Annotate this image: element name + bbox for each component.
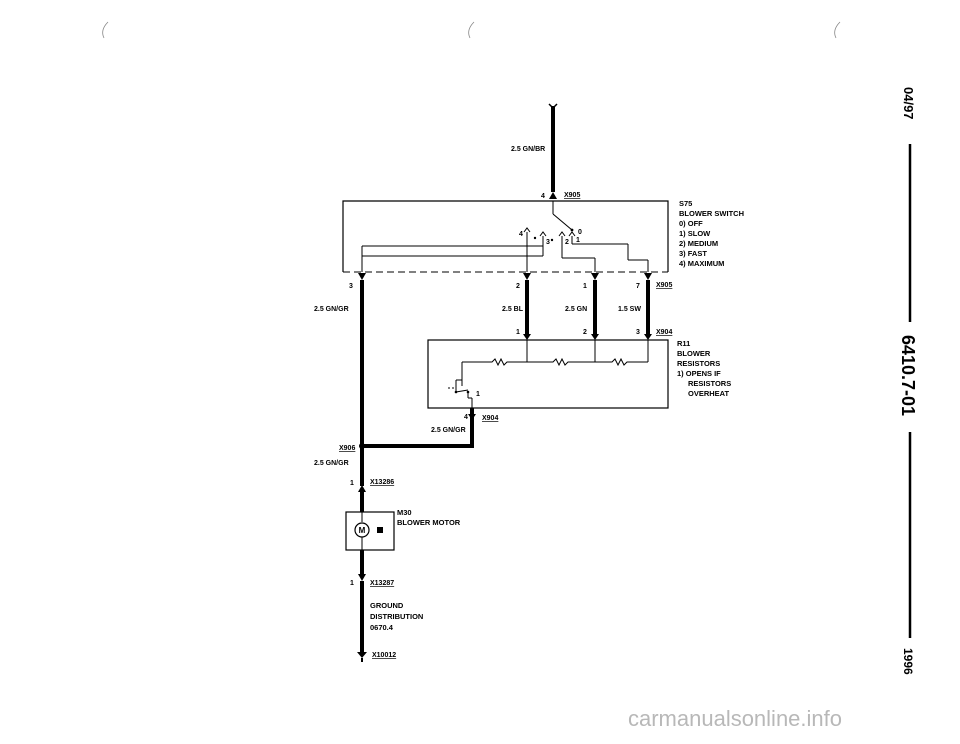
connector-label: X13286 [370, 479, 394, 486]
connector-x904-bottom: 4 X904 2.5 GN/GR [362, 408, 498, 448]
contact-2: 2 [565, 239, 569, 246]
svg-text:2: 2 [516, 283, 520, 290]
connector-x10012: X10012 [357, 652, 396, 662]
resistor-label: R11 BLOWER RESISTORS 1) OPENS IF RESISTO… [677, 339, 731, 398]
wire-label-bl: 2.5 BL [502, 306, 524, 313]
svg-text:1) OPENS IF: 1) OPENS IF [677, 369, 721, 378]
svg-text:BLOWER SWITCH: BLOWER SWITCH [679, 209, 744, 218]
connector-label: X13287 [370, 580, 394, 587]
wire-label-gn: 2.5 GN [565, 306, 587, 313]
wire-label-left: 2.5 GN/GR [314, 306, 349, 313]
connector-x904-top: 1 2 3 X904 [516, 329, 672, 340]
connector-label: X905 [564, 192, 580, 199]
switch-label: S75 BLOWER SWITCH 0) OFF 1) SLOW 2) MEDI… [679, 199, 744, 268]
side-date: 04/97 [901, 87, 916, 120]
switch-to-resistor-wires [525, 280, 650, 334]
svg-text:R11: R11 [677, 339, 690, 348]
svg-text:BLOWER: BLOWER [677, 349, 711, 358]
svg-text:RESISTORS: RESISTORS [677, 359, 720, 368]
svg-text:7: 7 [636, 283, 640, 290]
svg-text:0670.4: 0670.4 [370, 623, 394, 632]
svg-text:GROUND: GROUND [370, 601, 404, 610]
watermark: carmanualsonline.info [628, 706, 842, 731]
contact-3: 3 [546, 239, 550, 246]
connector-label: X906 [339, 445, 355, 452]
svg-text:4: 4 [464, 414, 468, 421]
supply-wire: 2.5 GN/BR [511, 103, 558, 192]
svg-text:4) MAXIMUM: 4) MAXIMUM [679, 259, 724, 268]
pin-label: 4 [541, 193, 545, 200]
connector-label: X904 [482, 415, 498, 422]
svg-text:2: 2 [583, 329, 587, 336]
binding-marks [102, 21, 841, 39]
svg-text:1: 1 [516, 329, 520, 336]
thermal-pin: 1 [476, 391, 480, 398]
ground-distribution: GROUND DISTRIBUTION 0670.4 [360, 581, 423, 652]
side-year: 1996 [901, 648, 915, 675]
connector-label: X904 [656, 329, 672, 336]
motor-label: BLOWER MOTOR [397, 518, 461, 527]
wire-label-motor: 2.5 GN/GR [314, 460, 349, 467]
svg-text:S75: S75 [679, 199, 692, 208]
contact-4: 4 [519, 231, 523, 238]
svg-text:3: 3 [636, 329, 640, 336]
connector-label: X905 [656, 282, 672, 289]
svg-text:OVERHEAT: OVERHEAT [688, 389, 730, 398]
blower-switch-box: 4 0 3 2 1 [342, 200, 669, 273]
svg-text:1: 1 [583, 283, 587, 290]
motor-label: M30 [397, 508, 412, 517]
svg-text:DISTRIBUTION: DISTRIBUTION [370, 612, 423, 621]
blower-resistors-box: 1 [427, 339, 669, 409]
connector-x905-top: 4 X905 [541, 192, 580, 200]
motor-symbol: M [359, 526, 366, 535]
svg-text:3: 3 [349, 283, 353, 290]
svg-text:1: 1 [350, 580, 354, 587]
wire-label-sw: 1.5 SW [618, 306, 641, 313]
wire-label-top: 2.5 GN/BR [511, 146, 545, 153]
svg-text:1: 1 [350, 480, 354, 487]
connector-x13287: 1 X13287 [350, 574, 394, 587]
side-code: 6410.7-01 [898, 335, 918, 416]
svg-text:3) FAST: 3) FAST [679, 249, 707, 258]
connector-label: X10012 [372, 652, 396, 659]
connector-x905-bottom: 3 2 1 7 X905 [349, 273, 672, 290]
side-strip: 04/97 6410.7-01 1996 [898, 87, 918, 675]
wire-label-res-out: 2.5 GN/GR [431, 427, 466, 434]
connector-x13286: 1 X13286 [350, 479, 394, 492]
svg-text:1) SLOW: 1) SLOW [679, 229, 711, 238]
blower-motor: M M30 BLOWER MOTOR [345, 492, 461, 574]
contact-1: 1 [576, 237, 580, 244]
svg-text:0) OFF: 0) OFF [679, 219, 703, 228]
svg-text:RESISTORS: RESISTORS [688, 379, 731, 388]
svg-text:2) MEDIUM: 2) MEDIUM [679, 239, 718, 248]
contact-0: 0 [578, 229, 582, 236]
